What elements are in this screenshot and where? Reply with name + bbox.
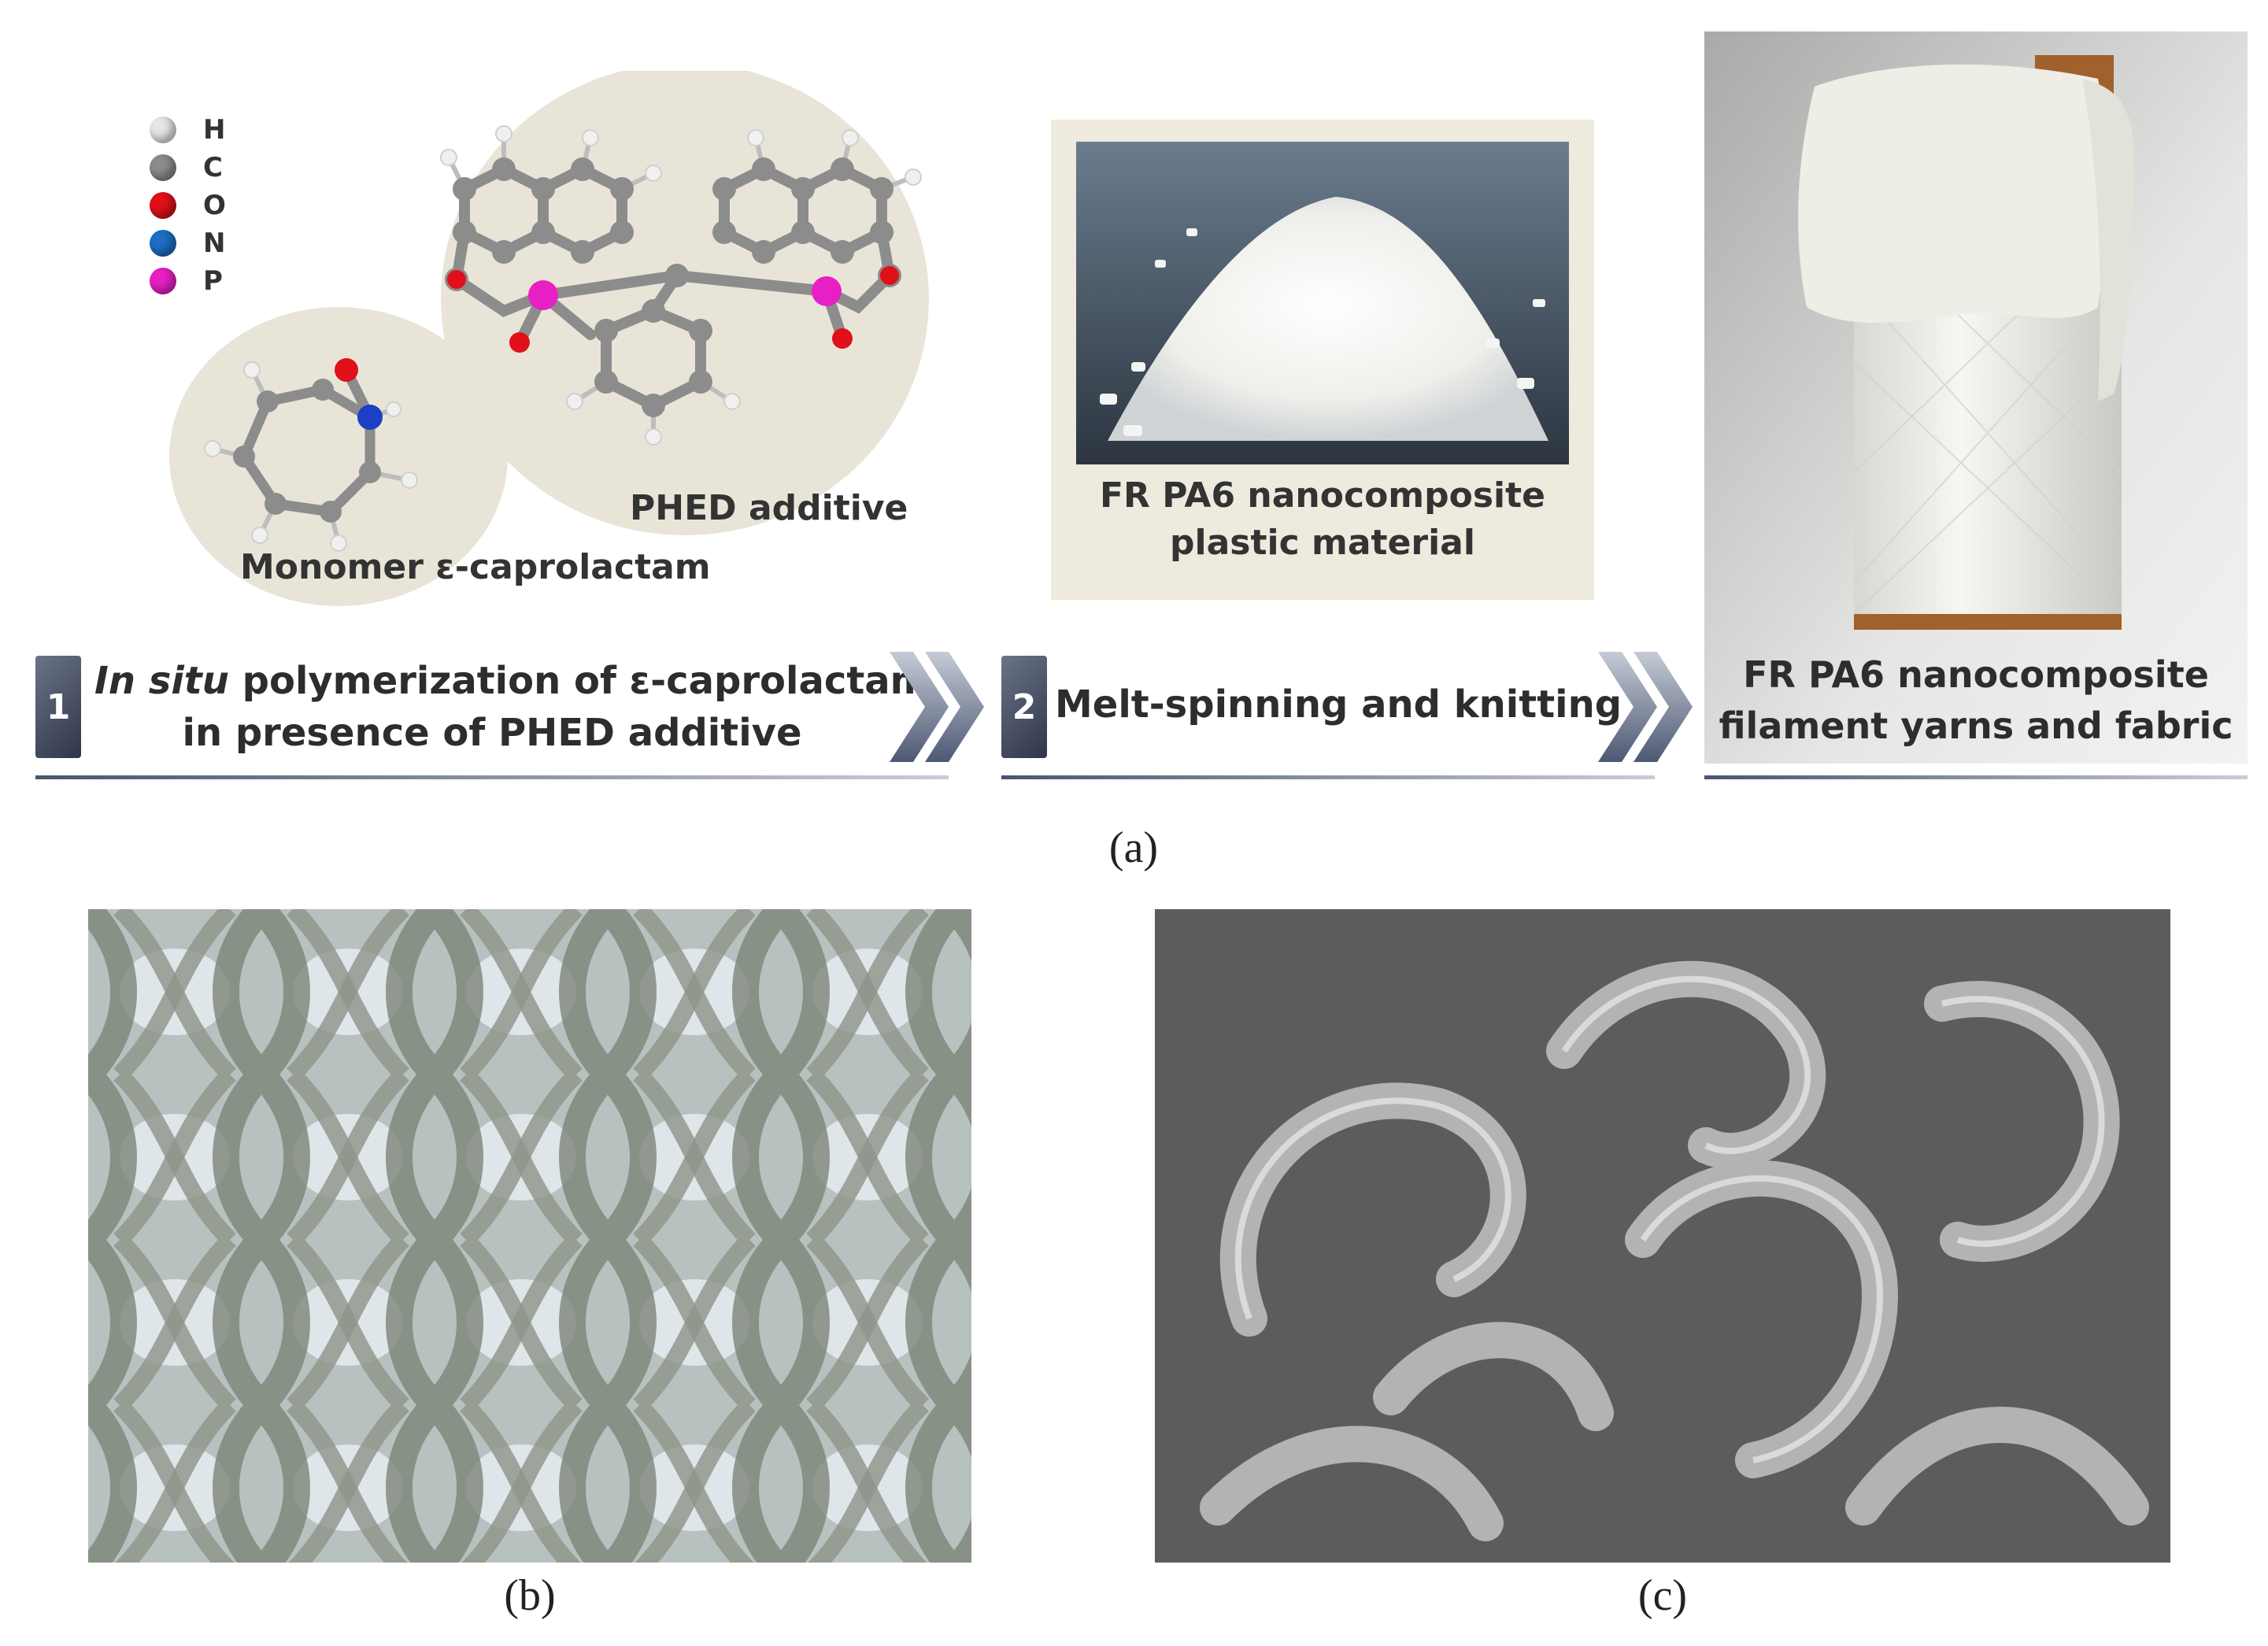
legend-dot-icon	[150, 117, 176, 143]
legend-item-o: O	[150, 190, 226, 221]
legend-item-h: H	[150, 114, 225, 146]
legend-label: N	[203, 227, 226, 259]
legend-dot-icon	[150, 154, 176, 181]
step-1-badge: 1	[35, 656, 81, 758]
legend-item-p: P	[150, 265, 223, 297]
legend-label: O	[203, 190, 226, 221]
element-legend: H C O N P	[150, 114, 244, 311]
legend-label: H	[203, 114, 226, 146]
legend-label: C	[203, 152, 223, 183]
legend-item-c: C	[150, 152, 223, 183]
monomer-label: Monomer ε-caprolactam	[240, 547, 711, 587]
legend-dot-icon	[150, 230, 176, 257]
granules-panel: FR PA6 nanocomposite plastic material	[1051, 120, 1594, 600]
fabric-optical-photo	[88, 909, 971, 1563]
caption-a: (a)	[1108, 823, 1159, 872]
step-1-line1: polymerization of ε-caprolactam	[228, 659, 930, 703]
molecule-illustration	[169, 71, 929, 606]
spool-photo	[1704, 31, 2248, 764]
step-2-badge: 2	[1001, 656, 1047, 758]
granules-label-line1: FR PA6 nanocomposite	[1099, 475, 1546, 516]
chevron-right-icon	[890, 652, 984, 762]
phed-additive-label: PHED additive	[630, 488, 908, 528]
product-label-line1: FR PA6 nanocomposite	[1743, 653, 2209, 696]
step-1-underline	[35, 775, 949, 779]
step-1-text: In situ polymerization of ε-caprolactam …	[94, 655, 930, 759]
legend-item-n: N	[150, 227, 225, 259]
caption-b: (b)	[504, 1571, 556, 1620]
step-2-underline	[1001, 775, 1655, 779]
granules-label-line2: plastic material	[1170, 523, 1475, 563]
legend-dot-icon	[150, 192, 176, 219]
chevron-right-icon	[1598, 652, 1693, 762]
granules-photo	[1076, 142, 1569, 464]
caption-c: (c)	[1637, 1571, 1688, 1620]
step-1-italic: In situ	[94, 659, 229, 703]
molecule-panel	[134, 71, 929, 606]
product-label-line2: filament yarns and fabric	[1719, 705, 2233, 747]
step-1-line2: in presence of PHED additive	[182, 711, 802, 755]
step-2-text: Melt-spinning and knitting	[1055, 682, 1622, 727]
legend-dot-icon	[150, 268, 176, 294]
legend-label: P	[203, 265, 223, 297]
step-3-underline	[1704, 775, 2248, 779]
sem-fiber-photo	[1155, 909, 2170, 1563]
